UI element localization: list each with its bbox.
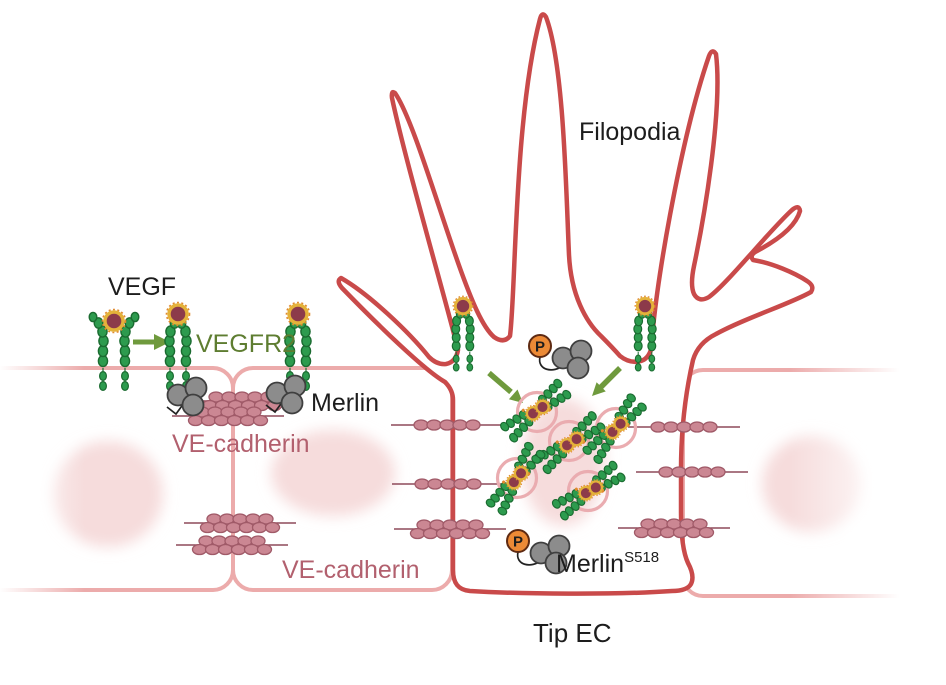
filopodia-label: Filopodia bbox=[579, 118, 681, 146]
vesicle bbox=[566, 469, 610, 513]
left-fade bbox=[0, 0, 85, 685]
ve-cadherin-label-top: VE-cadherin bbox=[172, 430, 310, 458]
merlin-label: Merlin bbox=[311, 389, 379, 417]
vesicle bbox=[547, 419, 591, 463]
right-fade bbox=[790, 330, 946, 685]
merlin-s518-label: MerlinS518 bbox=[556, 549, 659, 578]
vegf-ligand bbox=[100, 307, 128, 335]
binding-arrow-icon bbox=[133, 334, 170, 350]
ve-cadherin-label-bottom: VE-cadherin bbox=[282, 556, 420, 584]
vegfr2-receptor bbox=[165, 303, 191, 391]
ve-cadherin-row bbox=[175, 535, 289, 556]
vesicle bbox=[515, 390, 559, 434]
ve-cadherin-row bbox=[183, 513, 297, 534]
vesicle bbox=[495, 456, 539, 500]
vegf-label: VEGF bbox=[108, 273, 176, 301]
merlin-s518-sup: S518 bbox=[624, 549, 659, 566]
internalization-arrow-icon bbox=[487, 366, 622, 403]
nucleus bbox=[271, 430, 395, 516]
merlin-s518-base: Merlin bbox=[556, 550, 624, 578]
vegfr2-label: VEGFR2 bbox=[196, 330, 296, 358]
tip-ec-label: Tip EC bbox=[533, 618, 612, 648]
